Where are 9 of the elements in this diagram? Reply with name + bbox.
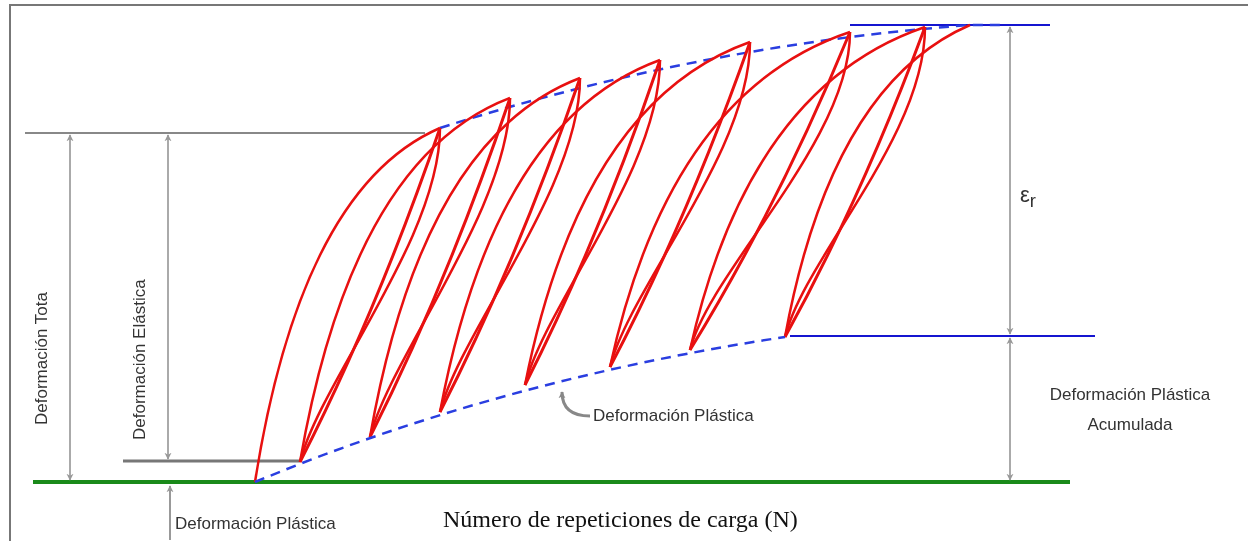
symbol-label: ε$_{r}$ [1020,182,1036,213]
axis-label: Deformación Tota [32,292,52,425]
annotation-text: Deformación Plástica [175,514,336,534]
axis-title: Número de repeticiones de carga (N) [443,506,798,533]
dashed-curve [254,335,786,484]
annotation-text: Deformación Plástica Acumulada [1048,384,1212,436]
leader-line [558,391,591,418]
callout-label: Deformación Plástica [593,406,754,426]
axis-label: Deformación Elástica [130,279,150,440]
